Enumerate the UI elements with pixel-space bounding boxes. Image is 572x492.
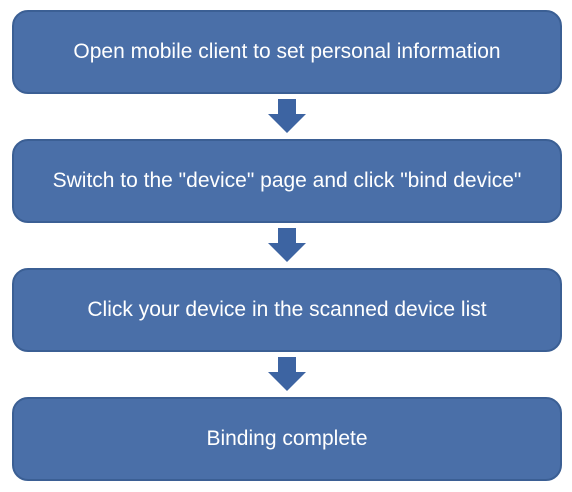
down-arrow-icon xyxy=(268,228,306,262)
step-switch-device-page: Switch to the "device" page and click "b… xyxy=(12,139,562,223)
down-arrow-icon xyxy=(268,99,306,133)
down-arrow-icon xyxy=(268,357,306,391)
step-click-device-in-list: Click your device in the scanned device … xyxy=(12,268,562,352)
step-label: Click your device in the scanned device … xyxy=(87,298,487,321)
step-label: Binding complete xyxy=(206,427,368,450)
step-label: Switch to the "device" page and click "b… xyxy=(52,169,522,192)
step-open-mobile-client: Open mobile client to set personal infor… xyxy=(12,10,562,94)
step-label: Open mobile client to set personal infor… xyxy=(73,40,501,63)
step-binding-complete: Binding complete xyxy=(12,397,562,481)
